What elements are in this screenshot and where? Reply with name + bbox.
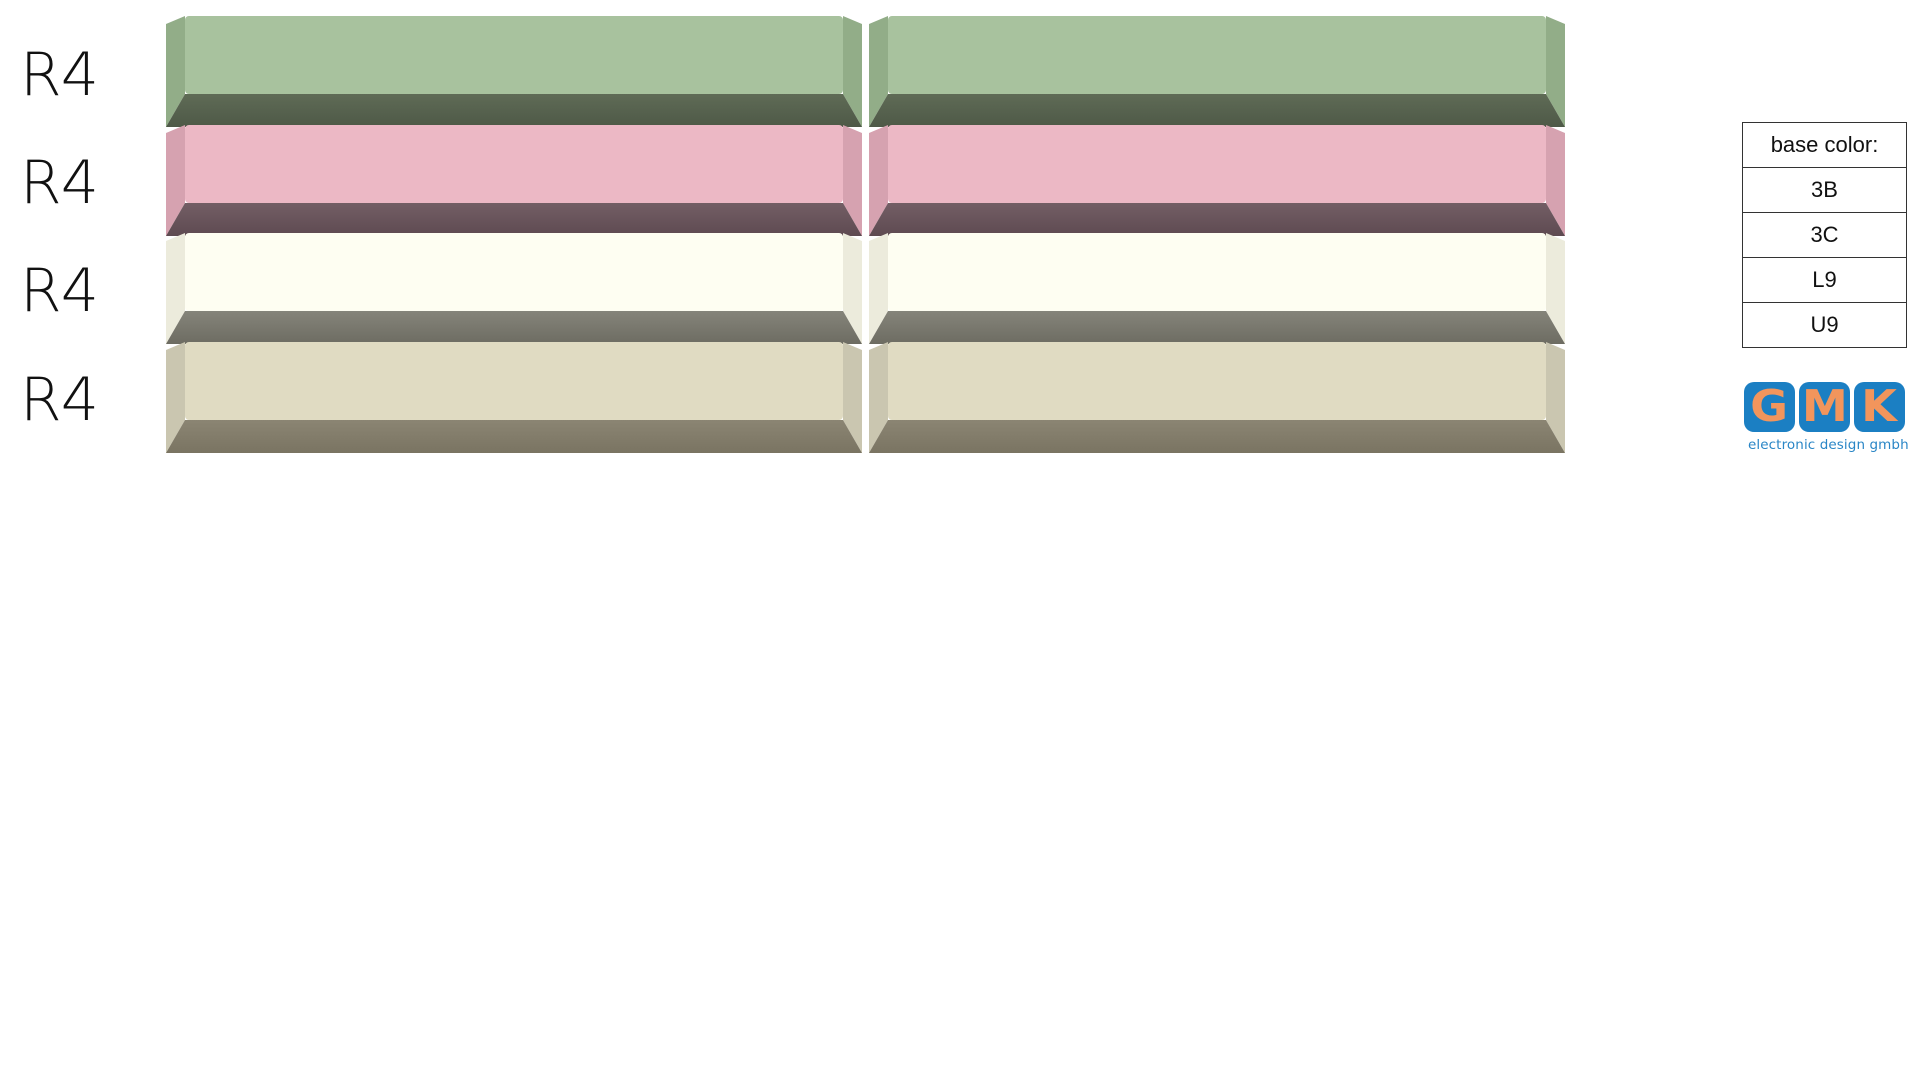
base-color-legend: base color: 3B 3C L9 U9 [1742,122,1907,348]
keycap-l9-2 [869,233,1565,344]
gmk-logo: G M K [1744,382,1906,434]
keycap-3b-2 [869,16,1565,127]
gmk-logo-tile-k: K [1854,382,1905,432]
legend-header: base color: [1742,122,1907,168]
legend-item-3b: 3B [1742,167,1907,213]
legend-item-u9: U9 [1742,302,1907,348]
legend-item-3c: 3C [1742,212,1907,258]
gmk-subtitle: electronic design gmbh [1748,437,1909,453]
keycap-3c-1 [166,125,862,236]
row-label-3: R4 [20,256,99,326]
row-label-4: R4 [20,365,99,435]
row-label-2: R4 [20,148,99,218]
keycap-l9-1 [166,233,862,344]
keycap-u9-2 [869,342,1565,453]
keycap-3b-1 [166,16,862,127]
legend-item-l9: L9 [1742,257,1907,303]
gmk-logo-tile-g: G [1744,382,1795,432]
keycap-3c-2 [869,125,1565,236]
keycap-u9-1 [166,342,862,453]
row-label-1: R4 [20,40,99,110]
gmk-logo-tile-m: M [1799,382,1850,432]
